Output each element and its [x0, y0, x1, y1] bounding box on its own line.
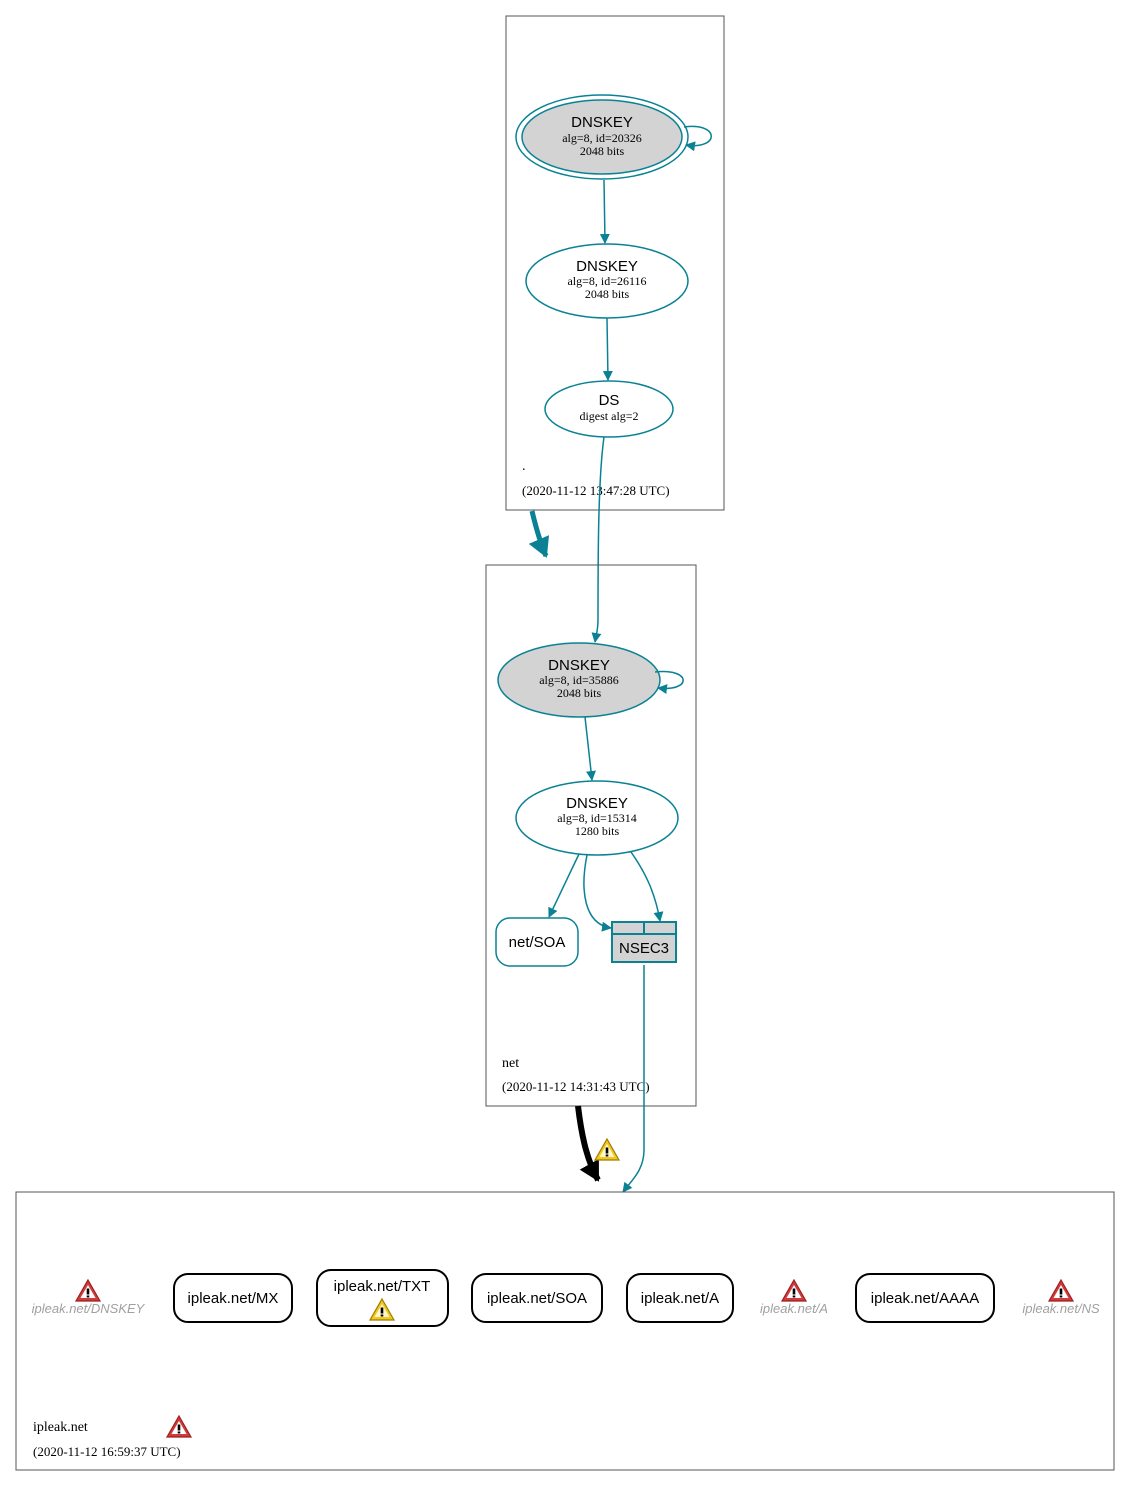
ipleak-ns-missing-node[interactable]: ipleak.net/NS [1022, 1279, 1100, 1316]
root-zsk-line2: 2048 bits [585, 287, 630, 301]
zone-root-timestamp: (2020-11-12 13:47:28 UTC) [522, 483, 670, 498]
ipleak-a-label: ipleak.net/A [641, 1290, 719, 1307]
edge-root-ksk-to-zsk [599, 179, 610, 244]
ipleak-a-missing-node[interactable]: ipleak.net/A [760, 1279, 828, 1316]
delegation-warning-icon[interactable] [594, 1138, 620, 1161]
zone-ipleak-name: ipleak.net [33, 1420, 88, 1435]
ipleak-txt-warning-icon [369, 1298, 395, 1321]
edge-nsec3-to-ipleak [622, 965, 645, 1193]
net-edges [548, 670, 684, 1193]
net-nsec3-label: NSEC3 [619, 940, 669, 957]
zone-net-name: net [502, 1056, 519, 1071]
root-ksk-self-loop [683, 125, 712, 152]
net-soa-node[interactable]: net/SOA [495, 917, 579, 967]
ipleak-dnskey-error-icon [75, 1279, 101, 1302]
net-zsk-line2: 1280 bits [575, 824, 620, 838]
ipleak-a-node[interactable]: ipleak.net/A [626, 1273, 734, 1323]
zone-root-name: . [522, 459, 526, 474]
net-ksk-self-loop [654, 670, 684, 695]
ipleak-a-error-icon [781, 1279, 807, 1302]
ipleak-txt-label: ipleak.net/TXT [334, 1278, 431, 1295]
root-ds-line1: digest alg=2 [579, 409, 638, 423]
root-ksk-line2: 2048 bits [580, 144, 625, 158]
ipleak-ns-missing-label: ipleak.net/NS [1022, 1301, 1100, 1316]
net-soa-label: net/SOA [509, 934, 566, 951]
zone-ipleak-error-icon[interactable] [166, 1415, 192, 1438]
root-ds-node[interactable]: DS digest alg=2 [544, 380, 674, 438]
root-ksk-line1: alg=8, id=20326 [562, 131, 642, 145]
edge-net-ksk-to-zsk [584, 716, 596, 781]
edge-net-zsk-to-nsec3-b [630, 851, 664, 922]
zone-root: . (2020-11-12 13:47:28 UTC) [505, 15, 725, 511]
ipleak-dnskey-missing-label: ipleak.net/DNSKEY [32, 1301, 146, 1316]
ipleak-mx-label: ipleak.net/MX [188, 1290, 279, 1307]
root-edges [591, 125, 712, 643]
net-zsk-line1: alg=8, id=15314 [557, 811, 637, 825]
edge-root-ds-to-net-ksk [591, 436, 605, 643]
root-dnskey-ksk-node[interactable]: DNSKEY alg=8, id=20326 2048 bits [515, 94, 689, 180]
net-zsk-title: DNSKEY [566, 795, 628, 812]
zone-net-timestamp: (2020-11-12 14:31:43 UTC) [502, 1079, 650, 1094]
net-ksk-line1: alg=8, id=35886 [539, 673, 619, 687]
net-ksk-line2: 2048 bits [557, 686, 602, 700]
zone-ipleak-timestamp: (2020-11-12 16:59:37 UTC) [33, 1444, 181, 1459]
ipleak-soa-node[interactable]: ipleak.net/SOA [471, 1273, 603, 1323]
root-dnskey-zsk-node[interactable]: DNSKEY alg=8, id=26116 2048 bits [525, 243, 689, 319]
root-ksk-title: DNSKEY [571, 114, 633, 131]
net-ksk-title: DNSKEY [548, 657, 610, 674]
ipleak-aaaa-node[interactable]: ipleak.net/AAAA [855, 1273, 995, 1323]
delegation-net-to-ipleak [575, 1105, 601, 1182]
ipleak-ns-error-icon [1048, 1279, 1074, 1302]
net-dnskey-ksk-node[interactable]: DNSKEY alg=8, id=35886 2048 bits [497, 642, 661, 718]
root-zsk-title: DNSKEY [576, 258, 638, 275]
delegation-root-to-net [528, 510, 550, 558]
ipleak-aaaa-label: ipleak.net/AAAA [871, 1290, 979, 1307]
root-ds-title: DS [599, 392, 620, 409]
ipleak-a-missing-label: ipleak.net/A [760, 1301, 828, 1316]
zone-net: net (2020-11-12 14:31:43 UTC) [485, 564, 697, 1107]
ipleak-dnskey-missing-node[interactable]: ipleak.net/DNSKEY [32, 1279, 146, 1316]
edge-net-zsk-to-soa [548, 853, 580, 918]
root-zsk-line1: alg=8, id=26116 [567, 274, 646, 288]
ipleak-txt-node[interactable]: ipleak.net/TXT [316, 1269, 449, 1327]
edge-net-zsk-to-nsec3-a [583, 854, 612, 932]
net-dnskey-zsk-node[interactable]: DNSKEY alg=8, id=15314 1280 bits [515, 780, 679, 856]
zone-ipleak: ipleak.net (2020-11-12 16:59:37 UTC) [15, 1191, 1115, 1471]
edge-root-zsk-to-ds [602, 317, 613, 381]
ipleak-mx-node[interactable]: ipleak.net/MX [173, 1273, 293, 1323]
ipleak-soa-label: ipleak.net/SOA [487, 1290, 587, 1307]
net-nsec3-node[interactable]: NSEC3 [611, 921, 677, 963]
